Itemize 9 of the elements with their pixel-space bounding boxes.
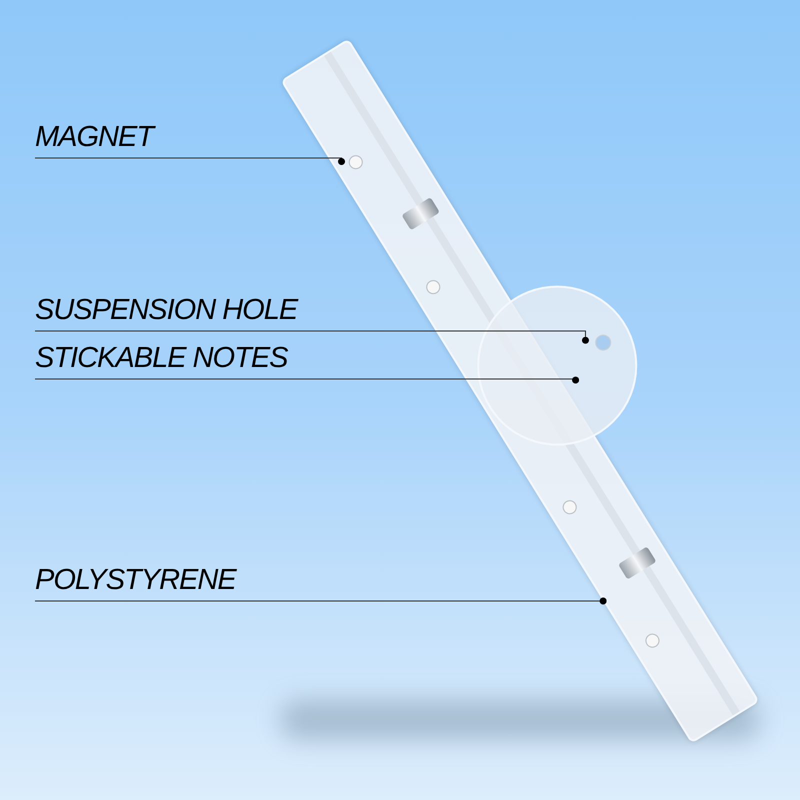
leader-line (34, 376, 580, 384)
part-label: STICKABLE NOTES (35, 341, 288, 375)
suspension-hole (594, 334, 611, 351)
part-label: SUSPENSION HOLE (35, 293, 298, 327)
part-label: MAGNET (35, 120, 154, 154)
leader-line (34, 158, 346, 166)
leader-line (34, 598, 607, 604)
part-label: POLYSTYRENE (35, 563, 236, 597)
leader-line (34, 330, 589, 344)
